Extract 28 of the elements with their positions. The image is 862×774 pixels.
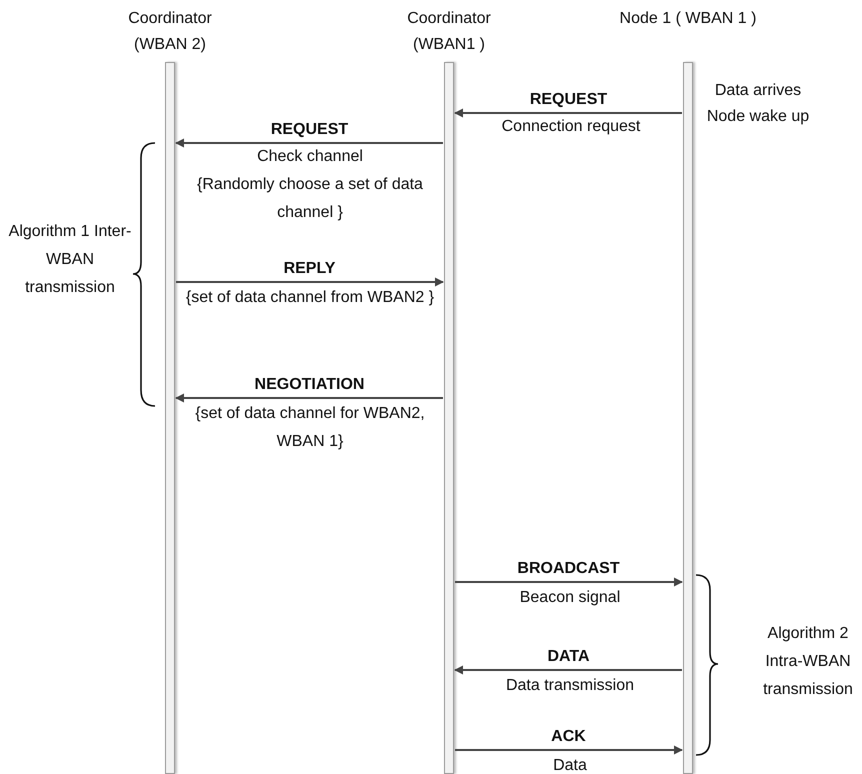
message-description: Beacon signal xyxy=(518,588,622,608)
message-description: Algorithm 2 Intra-WBAN transmission xyxy=(762,624,854,700)
message-arrow xyxy=(454,666,682,674)
message-arrow xyxy=(454,108,682,118)
message-description: {Randomly choose a set of data channel } xyxy=(196,175,424,223)
message-label: NEGOTIATION xyxy=(254,375,364,395)
message-description: Algorithm 1 Inter-WBAN transmission xyxy=(8,222,132,298)
message-label: REQUEST xyxy=(270,120,348,140)
message-arrow xyxy=(175,138,443,148)
message-description: {set of data channel from WBAN2 } xyxy=(184,288,436,308)
message-label: BROADCAST xyxy=(517,559,620,579)
message-arrow xyxy=(455,746,683,754)
message-label: DATA xyxy=(547,647,590,667)
message-label: ACK xyxy=(551,727,586,747)
message-arrow xyxy=(175,394,443,402)
message-description: Data transmission xyxy=(504,676,636,696)
message-description: {set of data channel for WBAN2, WBAN 1} xyxy=(194,404,426,452)
message-label: REQUEST xyxy=(530,90,608,110)
lifeline-header: Node 1 ( WBAN 1 ) xyxy=(618,9,758,29)
message-description: Check channel xyxy=(256,147,364,167)
message-arrow xyxy=(455,578,683,586)
note-text: Data arrives Node wake up xyxy=(706,81,810,127)
lifeline-header: Coordinator (WBAN1 ) xyxy=(406,9,492,55)
message-description: Data xyxy=(552,756,588,774)
message-arrow xyxy=(176,278,444,286)
message-description: Connection request xyxy=(500,117,642,137)
lifeline-header: Coordinator (WBAN 2) xyxy=(127,9,213,55)
message-label: REPLY xyxy=(284,259,336,279)
